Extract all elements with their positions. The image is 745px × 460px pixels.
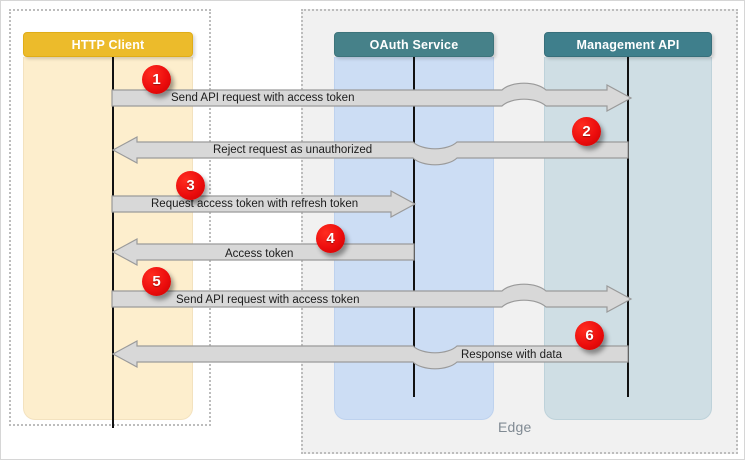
group-edge-label: Edge xyxy=(498,419,532,435)
step-badge-4: 4 xyxy=(316,224,345,253)
message-label-2: Reject request as unauthorized xyxy=(213,144,373,156)
message-label-5: Send API request with access token xyxy=(176,294,360,306)
lifeline-oauth-service xyxy=(413,57,415,397)
message-label-3: Request access token with refresh token xyxy=(151,198,359,210)
message-arrow-1 xyxy=(111,82,633,113)
participant-header-http-client[interactable]: HTTP Client xyxy=(23,32,193,57)
lifeline-http-client xyxy=(112,57,114,428)
message-label-6: Response with data xyxy=(461,349,563,361)
message-arrow-6 xyxy=(111,339,629,370)
step-badge-5: 5 xyxy=(142,267,171,296)
message-arrow-2 xyxy=(111,135,629,166)
step-badge-3: 3 xyxy=(176,171,205,200)
step-badge-1: 1 xyxy=(142,65,171,94)
message-arrow-5 xyxy=(111,283,633,314)
message-label-4: Access token xyxy=(225,248,294,260)
participant-label-oauth-service: OAuth Service xyxy=(369,37,459,52)
message-label-1: Send API request with access token xyxy=(171,92,355,104)
lifeline-management-api xyxy=(627,57,629,397)
participant-label-http-client: HTTP Client xyxy=(71,37,145,52)
participant-label-management-api: Management API xyxy=(576,37,680,52)
step-badge-2: 2 xyxy=(572,117,601,146)
step-badge-6: 6 xyxy=(575,321,604,350)
participant-header-oauth-service[interactable]: OAuth Service xyxy=(334,32,494,57)
participant-header-management-api[interactable]: Management API xyxy=(544,32,712,57)
